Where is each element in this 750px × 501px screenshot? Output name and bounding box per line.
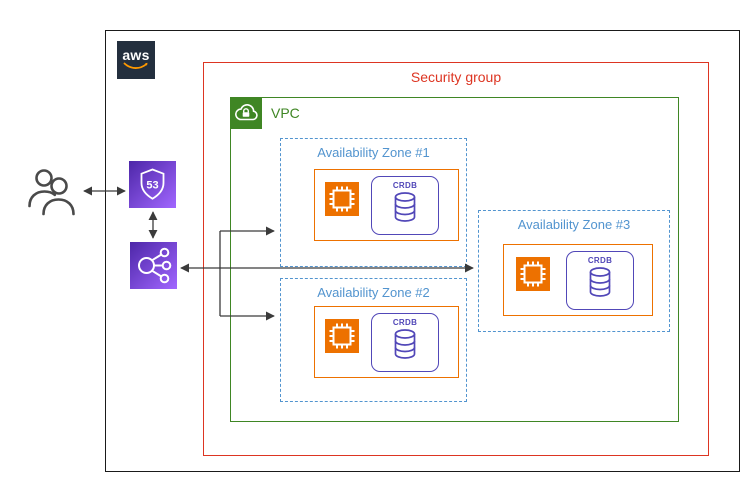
route53-shield-icon: 53 (140, 168, 165, 200)
instance-group-box: CRDB (314, 169, 459, 241)
instance-group-box: CRDB (503, 244, 653, 316)
crdb-node: CRDB (371, 176, 439, 235)
availability-zone-2-boundary: Availability Zone #2 (280, 278, 467, 402)
lock-icon (243, 108, 249, 113)
ec2-instance-icon (516, 257, 550, 291)
ec2-instance-icon (325, 182, 359, 216)
database-cylinder-icon (394, 192, 416, 222)
route53-icon: 53 (129, 161, 176, 208)
ec2-instance-icon (325, 319, 359, 353)
vpc-label: VPC (271, 105, 300, 121)
aws-smile-icon (123, 62, 148, 69)
vpc-boundary: VPC Availability Zone #1 (230, 97, 679, 422)
crdb-label: CRDB (587, 256, 613, 265)
availability-zone-1-boundary: Availability Zone #1 (280, 138, 467, 267)
aws-logo: aws (117, 41, 155, 79)
security-group-label: Security group (410, 69, 502, 85)
vpc-cloud-lock-icon (235, 104, 258, 121)
database-cylinder-icon (589, 267, 611, 297)
availability-zone-3-label: Availability Zone #3 (517, 217, 631, 232)
crdb-label: CRDB (392, 181, 418, 190)
users-icon (28, 169, 75, 216)
aws-cloud-boundary: aws Security group VPC (105, 30, 740, 472)
security-group-boundary: Security group VPC Availability Zone #1 (203, 62, 709, 456)
crdb-label: CRDB (392, 318, 418, 327)
route53-shield-text: 53 (146, 180, 158, 192)
load-balancer-icon (130, 242, 177, 289)
availability-zone-1-label: Availability Zone #1 (317, 145, 430, 160)
availability-zone-2-label: Availability Zone #2 (317, 285, 430, 300)
availability-zone-3-boundary: Availability Zone #3 (478, 210, 670, 332)
crdb-node: CRDB (566, 251, 634, 310)
vpc-icon (230, 97, 262, 129)
crdb-node: CRDB (371, 313, 439, 372)
aws-logo-text: aws (122, 47, 150, 63)
database-cylinder-icon (394, 329, 416, 359)
instance-group-box: CRDB (314, 306, 459, 378)
